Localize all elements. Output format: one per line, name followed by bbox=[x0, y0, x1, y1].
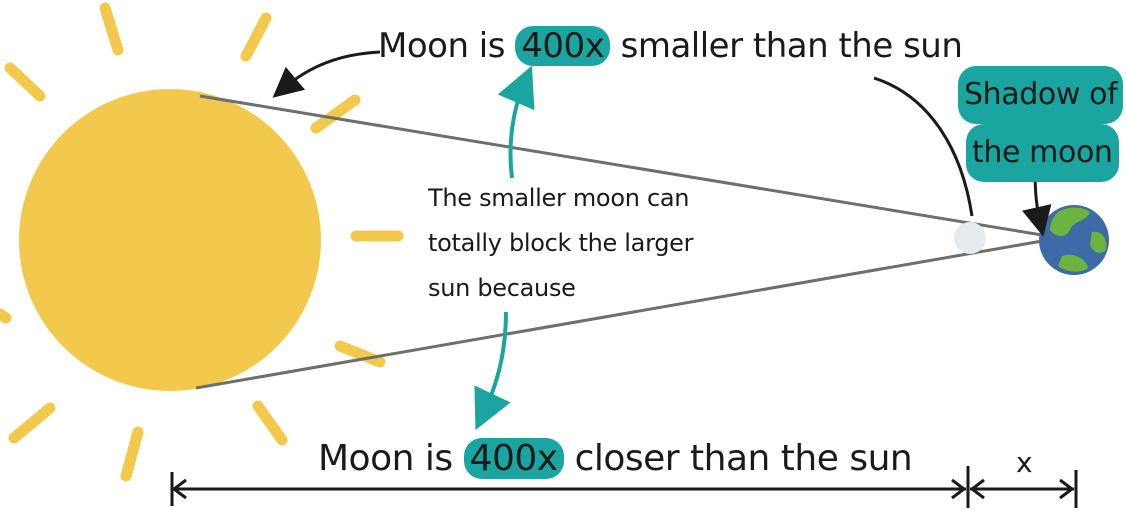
arrow-to-moon bbox=[873, 76, 974, 217]
bottom-label-suffix: closer than the sun bbox=[574, 438, 913, 479]
earth-icon bbox=[1039, 205, 1109, 275]
top-label-suffix: smaller than the sun bbox=[620, 26, 963, 66]
top-label-prefix: Moon is bbox=[378, 26, 505, 66]
teal-arrow-up bbox=[497, 65, 535, 179]
bottom-label-highlight: 400x bbox=[463, 438, 564, 479]
bottom-label-prefix: Moon is bbox=[318, 438, 453, 479]
bottom-label: Moon is 400x closer than the sun bbox=[318, 438, 913, 479]
teal-arrow-down bbox=[474, 311, 511, 431]
note-line-1: The smaller moon can bbox=[428, 184, 690, 212]
arrow-to-sun bbox=[272, 50, 381, 98]
explanation-note: The smaller moon can totally block the l… bbox=[428, 176, 694, 311]
shadow-label: Shadow of the moon bbox=[958, 66, 1124, 182]
note-line-2: totally block the larger bbox=[428, 229, 694, 257]
beam-lower bbox=[195, 238, 1049, 390]
beam-upper bbox=[199, 94, 1049, 238]
note-line-3: sun because bbox=[428, 274, 576, 302]
sun-icon bbox=[19, 89, 321, 391]
distance-x-label: x bbox=[1016, 446, 1033, 479]
moon-icon bbox=[954, 222, 986, 254]
distance-scale bbox=[170, 466, 1078, 508]
sun-rays bbox=[0, 2, 404, 482]
top-label: Moon is 400x smaller than the sun bbox=[378, 26, 963, 66]
shadow-label-line1: Shadow of bbox=[958, 66, 1124, 124]
shadow-label-line2: the moon bbox=[966, 124, 1119, 182]
top-label-highlight: 400x bbox=[515, 26, 611, 66]
